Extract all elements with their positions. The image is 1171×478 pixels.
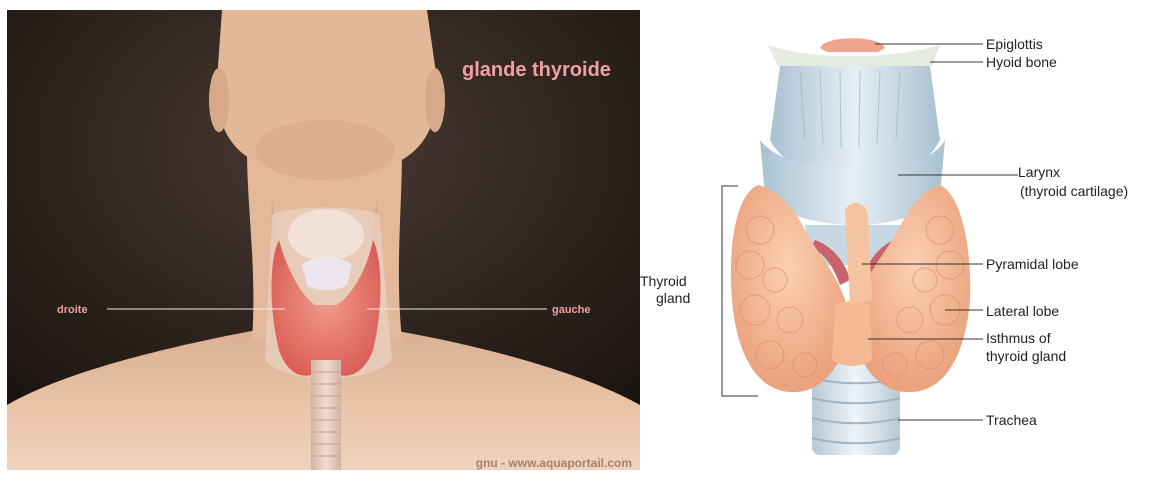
pyramidal-lobe-shape xyxy=(845,203,872,305)
label-droite: droite xyxy=(57,304,88,316)
label-lateral-lobe: Lateral lobe xyxy=(986,303,1059,319)
trachea xyxy=(311,360,341,470)
right-ear xyxy=(425,68,445,132)
label-larynx-sub: (thyroid cartilage) xyxy=(1020,183,1128,199)
anatomy-diagram-panel: Epiglottis Hyoid bone Larynx (thyroid ca… xyxy=(640,0,1171,473)
label-hyoid-bone: Hyoid bone xyxy=(986,54,1057,70)
label-isthmus-sub: thyroid gland xyxy=(986,348,1066,364)
epiglottis-shape xyxy=(820,38,885,52)
label-trachea: Trachea xyxy=(986,412,1037,428)
larynx xyxy=(288,209,364,261)
neck-illustration: glande thyroide droite gauche gnu - www.… xyxy=(7,10,640,470)
left-ear xyxy=(209,68,229,132)
label-epiglottis: Epiglottis xyxy=(986,36,1043,52)
label-gauche: gauche xyxy=(552,304,591,316)
neck-illustration-panel: glande thyroide droite gauche gnu - www.… xyxy=(7,10,640,470)
isthmus xyxy=(832,301,872,366)
chin-shadow xyxy=(255,120,395,180)
anatomy-diagram: Epiglottis Hyoid bone Larynx (thyroid ca… xyxy=(640,0,1171,473)
label-larynx: Larynx xyxy=(1018,164,1060,180)
label-thyroid: Thyroid xyxy=(640,273,687,289)
label-thyroid-gland: gland xyxy=(656,290,690,306)
label-isthmus: Isthmus of xyxy=(986,330,1051,346)
cricoid-cartilage xyxy=(302,258,352,291)
larynx-cartilage-upper xyxy=(770,66,940,175)
illustration-title: glande thyroide xyxy=(462,59,611,81)
label-pyramidal-lobe: Pyramidal lobe xyxy=(986,256,1079,272)
watermark: gnu - www.aquaportail.com xyxy=(476,456,632,470)
